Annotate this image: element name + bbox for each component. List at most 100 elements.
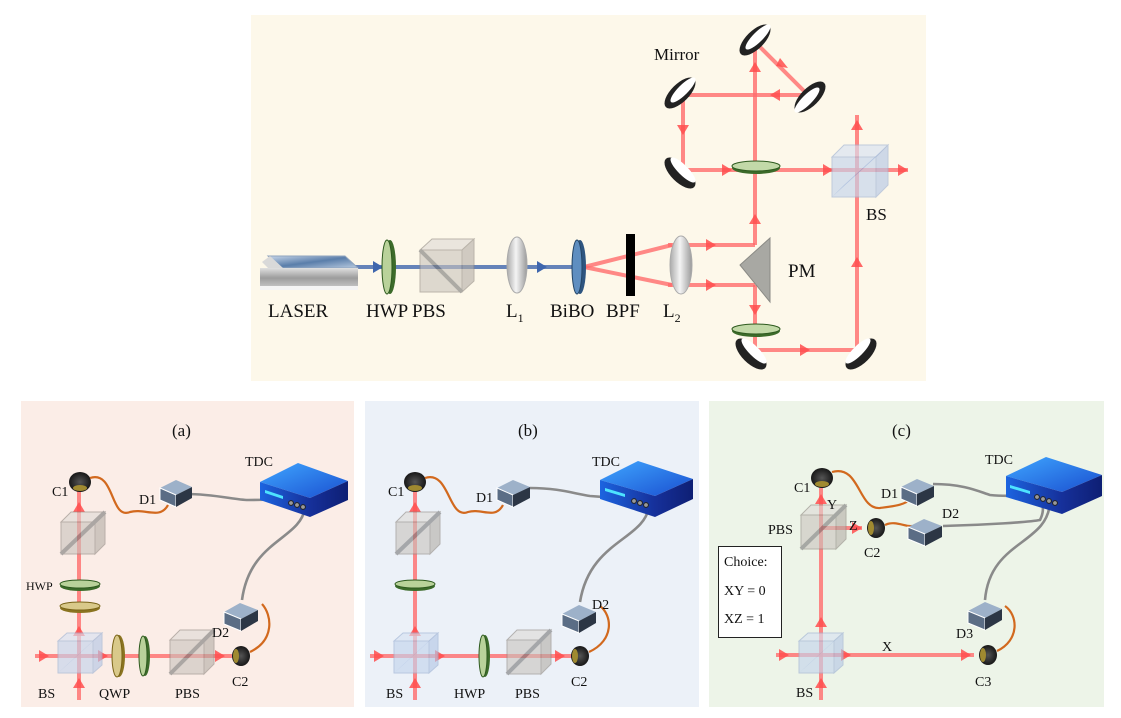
label-c1: C1 [794,481,810,496]
top-panel-background [251,15,926,381]
half-wave-plate-vertical [59,579,101,591]
polarizing-beam-splitter [394,510,442,556]
collimator-c1 [69,472,91,492]
lens-l1 [506,236,528,294]
arrow [749,62,761,72]
label-pbs: PBS [515,687,540,702]
choice-xz: XZ = 1 [724,612,765,627]
arrow [851,120,863,130]
fiber-c2-d2 [249,603,271,653]
arrow [815,617,827,627]
label-pbs: PBS [412,301,446,322]
arrow [749,214,761,224]
arrow [815,494,827,504]
arrow [776,58,788,68]
polarizing-beam-splitter [418,237,476,294]
fiber-c1-d1 [89,476,169,514]
detector-d2 [907,519,942,547]
panel-c-title: (c) [892,421,911,440]
label-d1: D1 [476,491,493,506]
collimator-c2 [867,518,885,538]
beam-splitter [830,143,890,199]
mirror [664,157,696,189]
collimator-c2 [571,646,589,666]
label-c2: C2 [571,675,587,690]
arrow [374,650,384,662]
arrow [73,678,85,688]
label-hwp: HWP [454,687,485,702]
lens-l2 [669,235,693,295]
mirror [735,338,767,370]
label-d2: D2 [212,626,229,641]
mirror [739,24,771,56]
label-c2: C2 [232,675,248,690]
arrow [851,257,863,267]
label-bs: BS [386,687,403,702]
label-hwp: HWP [26,579,53,593]
label-hwp: HWP [366,301,408,322]
waveplate-vertical [394,579,436,591]
tdc-box [1006,457,1102,514]
arrow [961,649,971,661]
pump-arrow-1 [373,261,383,273]
label-bs: BS [38,687,55,702]
label-l1: L1 [506,301,524,325]
detector-d2 [223,603,258,632]
detector-d1 [159,480,192,508]
fiber-c1-d1 [424,476,504,514]
label-l2: L2 [663,301,681,325]
quarter-wave-plate [111,634,125,678]
arrow [409,678,421,688]
label-pbs: PBS [175,687,200,702]
label-c3: C3 [975,675,991,690]
label-y: Y [827,498,837,513]
beam-splitter [797,631,845,675]
label-pm: PM [788,261,816,282]
label-tdc: TDC [985,453,1013,468]
label-tdc: TDC [592,455,620,470]
bibo-crystal [571,239,586,295]
arrow [779,649,789,661]
detector-d2 [561,605,596,634]
polarizing-beam-splitter [799,503,848,551]
half-wave-plate [381,239,396,295]
pump-arrow-2 [537,261,547,273]
label-bs: BS [796,686,813,701]
label-tdc: TDC [245,455,273,470]
panel-a: (a) [21,401,354,707]
panel-c: (c) [709,401,1104,707]
fiber-c1-d1 [831,470,913,510]
label-c1: C1 [388,485,404,500]
cable-d2-tdc [240,507,307,601]
half-wave-plate [478,634,490,678]
panel-b-title: (b) [518,421,538,440]
arrow [800,344,810,356]
quarter-wave-plate-vertical [59,601,101,613]
arrow [39,650,49,662]
polarizing-beam-splitter [168,628,216,676]
tdc-box [600,461,693,517]
arrow [852,522,862,534]
waveplate-upper [731,160,781,174]
label-x: X [882,640,892,655]
panel-b: (b) [365,401,699,707]
label-bs: BS [866,205,887,224]
label-d2: D2 [592,598,609,613]
mirror [664,77,696,109]
arrow [706,279,716,291]
detector-d1 [900,479,934,507]
waveplate-lower [731,323,781,337]
arrow [722,164,732,176]
arrow [815,678,827,688]
label-mirror: Mirror [654,45,700,64]
fiber-c3-d3 [996,605,1016,652]
label-bibo: BiBO [550,301,594,322]
arrow [215,650,225,662]
label-d1: D1 [881,487,898,502]
label-c1: C1 [52,485,68,500]
tdc-box [260,463,348,517]
label-qwp: QWP [99,687,130,702]
choice-title: Choice: [724,555,768,570]
label-pbs: PBS [768,523,793,538]
